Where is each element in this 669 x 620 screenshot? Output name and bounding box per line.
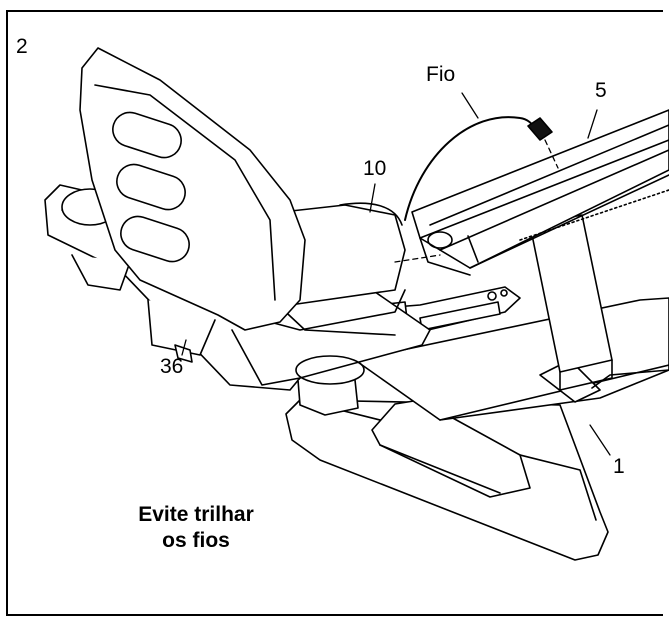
wire <box>404 116 553 221</box>
warning-line-1: Evite trilhar <box>138 503 254 526</box>
leader-lines <box>181 92 611 456</box>
callout-part-1: 1 <box>613 455 625 478</box>
warning-note: Evite trilhar os fios <box>96 502 296 554</box>
diagram-frame <box>6 10 663 616</box>
callout-wire: Fio <box>426 63 456 86</box>
callout-part-5: 5 <box>595 79 607 102</box>
warning-line-2: os fios <box>162 529 230 552</box>
step-number: 2 <box>16 35 28 58</box>
seat-back <box>79 47 306 386</box>
base-foot <box>285 399 609 561</box>
alignment-lines <box>394 139 559 263</box>
callout-part-10: 10 <box>363 157 387 180</box>
console-tray <box>411 109 669 276</box>
callout-part-36: 36 <box>160 355 184 378</box>
